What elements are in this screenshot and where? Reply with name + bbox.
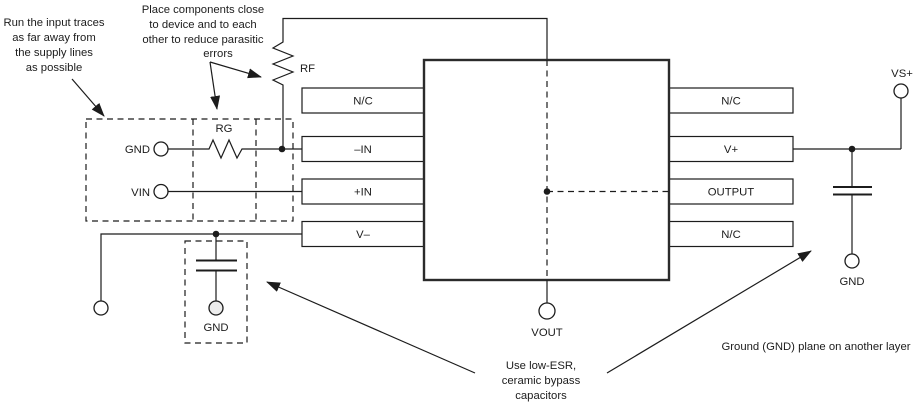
arrow-to-rf [209,61,262,79]
arrow-to-right-bypass-cap [606,250,812,374]
annotation-place-line-3: other to reduce parasitic [142,34,264,46]
pin-label-v-minus: V– [356,229,371,241]
pin-label-noninverting-input: +IN [354,187,372,199]
pin-box-v-plus [668,135,794,163]
pin-box-v-minus [301,220,425,248]
vout-label: VOUT [531,327,562,339]
v-minus-terminal [93,300,109,316]
pin-label-output: OUTPUT [708,187,755,199]
annotation-place-line-4: errors [203,48,233,60]
arrow-to-input-box [71,78,105,117]
annotation-bypass-line-3: capacitors [515,390,567,402]
pin-label-nc-top-right: N/C [721,96,740,108]
vs-plus-terminal [893,83,909,99]
v-minus-rail [100,233,302,301]
rf-label: RF [300,63,315,75]
vin-label: VIN [131,187,150,199]
pin-box-nc-top-right [668,87,794,114]
annotation-bypass-caps: Use low-ESR, ceramic bypass capacitors [502,360,581,402]
vin-terminal [153,183,169,200]
pin-label-nc-top-left: N/C [353,96,372,108]
annotation-place-components: Place components close to device and to … [142,4,264,60]
annotation-run-input-traces: Run the input traces as far away from th… [3,17,104,74]
annotation-run-line-2: as far away from [12,32,96,44]
ic-right-pins [668,87,794,248]
vs-plus-label: VS+ [891,68,913,80]
annotation-ground-plane: Ground (GND) plane on another layer [721,341,910,353]
annotation-run-line-1: Run the input traces [3,17,104,29]
pin-label-inverting-input: –IN [354,144,372,156]
pin-box-inverting-input [301,135,425,163]
pin-box-output [668,178,794,205]
rg-label: RG [216,123,233,135]
resistor-rg [205,138,245,160]
annotation-run-line-4: as possible [26,62,83,74]
bypass-capacitor-right [833,186,872,196]
vout-terminal [538,302,556,320]
annotation-place-line-2: to device and to each [149,19,256,31]
arrow-to-rg [209,61,221,110]
right-bypass-gnd-label: GND [839,276,864,288]
resistor-rf [271,39,295,88]
left-bypass-gnd-label: GND [203,322,228,334]
inverting-node-junction [278,145,286,153]
arrow-to-left-bypass-cap [266,281,476,374]
input-trace-dashed-box [85,118,294,222]
left-bypass-dashed-box [184,240,248,344]
pin-box-nc-top-left [301,87,425,114]
annotation-bypass-line-2: ceramic bypass [502,375,581,387]
pin-label-v-plus: V+ [724,144,739,156]
pin-label-nc-bottom-right: N/C [721,229,740,241]
input-gnd-terminal [153,141,169,157]
input-gnd-label: GND [125,144,150,156]
right-bypass-gnd-terminal [844,253,860,269]
ic-pin-labels: N/C –IN +IN V– N/C V+ OUTPUT N/C [353,96,754,242]
annotation-run-line-3: the supply lines [15,47,93,59]
ic-internal-junction [543,188,551,195]
bypass-capacitor-left [196,259,237,272]
feedback-trace [282,17,548,60]
annotation-place-line-1: Place components close [142,4,264,16]
annotation-bypass-line-1: Use low-ESR, [506,360,576,372]
ic-left-pins [301,87,425,248]
left-bypass-gnd-terminal [208,300,224,316]
